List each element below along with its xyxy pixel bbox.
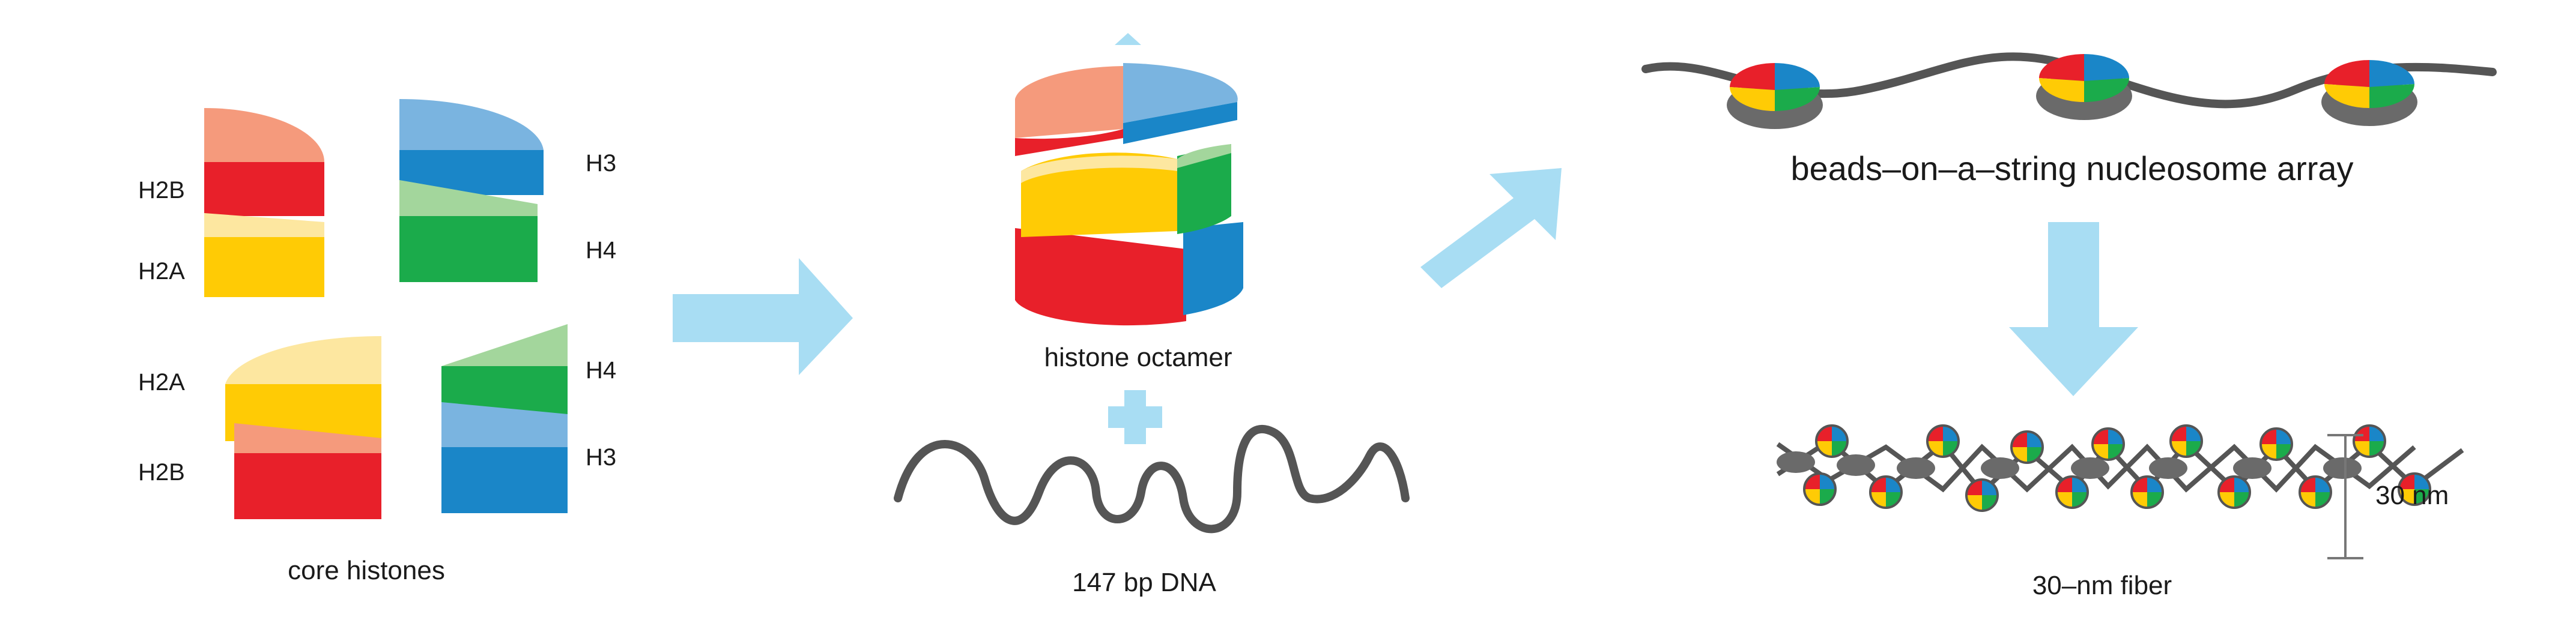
label-h2b-top: H2B — [138, 177, 185, 203]
label-h4-top: H4 — [586, 237, 616, 263]
histone-h4-top — [399, 180, 538, 282]
histone-h2b-top — [204, 108, 324, 216]
label-h3-bottom: H3 — [586, 444, 616, 471]
fiber-group: 30 nm 30–nm fiber — [1776, 424, 2464, 600]
fiber-nucleosome — [2217, 475, 2251, 509]
caption-beads-on-a-string: beads–on–a–string nucleosome array — [1790, 149, 2353, 187]
fiber-linker-nucleosome — [1897, 457, 1935, 479]
fiber-linker-nucleosome — [1777, 451, 1815, 473]
small-arrow-icon — [1115, 33, 1141, 45]
nucleosome-bead-1 — [1727, 63, 1823, 129]
histone-h3-bottom — [441, 402, 568, 513]
fiber-linker-nucleosome — [1837, 454, 1875, 476]
fiber-nucleosome — [2091, 427, 2125, 461]
caption-147bp-dna: 147 bp DNA — [1072, 568, 1216, 597]
fiber-linker-nucleosome — [2323, 457, 2362, 479]
fiber-nucleosome — [1869, 475, 1903, 509]
arrow-down-icon — [2009, 222, 2138, 396]
fiber-nucleosome — [2130, 475, 2164, 509]
histone-h2b-bottom — [234, 423, 381, 519]
fiber-nucleosome — [1965, 478, 1999, 512]
beads-on-string-group: beads–on–a–string nucleosome array — [1641, 52, 2497, 187]
core-histones-group: H2B H2A H2A H2B H3 H4 H4 H3 core histone… — [138, 98, 616, 585]
histone-h2a-top — [204, 213, 324, 297]
scale-bar-label: 30 nm — [2375, 481, 2449, 510]
caption-core-histones: core histones — [288, 556, 445, 585]
arrow-right-icon — [673, 258, 853, 375]
scale-bar — [2327, 434, 2363, 559]
histone-octamer-group: histone octamer — [1015, 33, 1243, 372]
nucleosome-bead-3 — [2321, 60, 2417, 126]
fiber-nucleosome — [2055, 475, 2089, 509]
fiber-nucleosome — [2353, 424, 2386, 458]
label-h2a-bottom: H2A — [138, 369, 185, 396]
fiber-nucleosome — [1815, 424, 1849, 458]
caption-histone-octamer: histone octamer — [1044, 343, 1232, 372]
fiber-linker-nucleosome — [2233, 457, 2271, 479]
fiber-nucleosome — [2169, 424, 2203, 458]
label-h2b-bottom: H2B — [138, 459, 185, 486]
label-h2a-top: H2A — [138, 258, 185, 284]
caption-30nm-fiber: 30–nm fiber — [2032, 571, 2172, 600]
fiber-linker-nucleosome — [2071, 457, 2109, 479]
fiber-nucleosome — [2398, 472, 2431, 506]
fiber-linker-nucleosome — [1981, 457, 2019, 479]
label-h3-top: H3 — [586, 150, 616, 176]
nucleosome-bead-2 — [2036, 54, 2132, 120]
dna-strand: 147 bp DNA — [894, 425, 1410, 597]
fiber-nucleosome — [2010, 430, 2044, 464]
fiber-nucleosome — [2299, 475, 2332, 509]
fiber-nucleosome — [1926, 424, 1960, 458]
fiber-linker-nucleosome — [2149, 457, 2187, 479]
arrow-up-right-icon — [1420, 168, 1562, 288]
plus-icon — [1108, 390, 1162, 444]
label-h4-bottom: H4 — [586, 357, 616, 384]
fiber-nucleosome — [1803, 472, 1837, 506]
histone-h3-top — [399, 98, 544, 195]
fiber-nucleosome — [2259, 427, 2293, 461]
